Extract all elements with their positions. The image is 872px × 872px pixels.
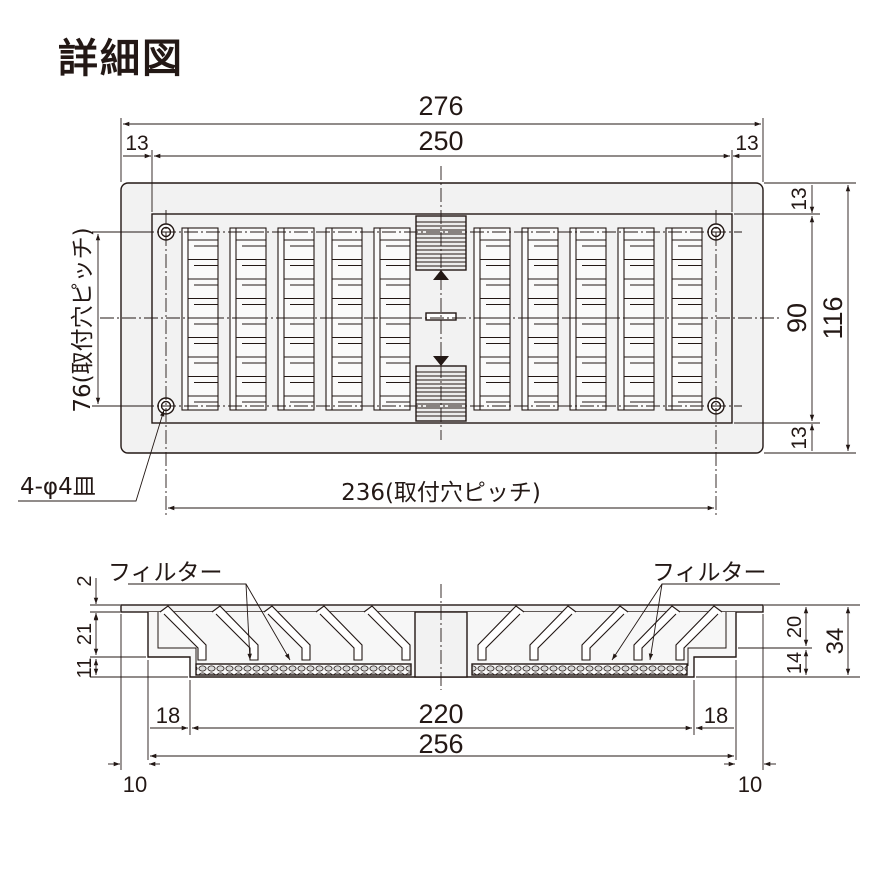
hole-leader — [18, 409, 165, 502]
dim-10-right: 10 — [738, 772, 762, 797]
louver-column — [229, 227, 267, 411]
top-view — [18, 118, 856, 516]
dim-13-right: 13 — [735, 132, 758, 155]
side-louver-blade — [477, 605, 525, 661]
dim-14: 14 — [784, 652, 806, 674]
louver-column — [277, 227, 315, 411]
side-louver-blade — [581, 605, 629, 661]
dim-13-top: 13 — [788, 187, 811, 210]
dim-13-left: 13 — [125, 132, 148, 155]
dim-220: 220 — [418, 699, 463, 729]
side-louver-blade — [363, 605, 411, 661]
dim-116: 116 — [818, 296, 848, 339]
dim-11: 11 — [74, 658, 96, 679]
side-louvers — [159, 605, 723, 661]
side-louver-blade — [315, 605, 363, 661]
center-arrow-up — [433, 270, 449, 280]
louver-column — [181, 227, 219, 411]
louver-column — [617, 227, 655, 411]
louver-column — [521, 227, 559, 411]
side-louver-blade — [263, 605, 311, 661]
side-louver-blade — [211, 605, 259, 661]
dim-90: 90 — [782, 303, 812, 333]
side-louver-blade — [633, 605, 681, 661]
side-louver-blade — [675, 605, 723, 661]
dim-276: 276 — [418, 91, 463, 121]
louver-grid — [181, 227, 703, 411]
side-louver-blade — [529, 605, 577, 661]
louver-column — [473, 227, 511, 411]
louver-column — [569, 227, 607, 411]
filter-left — [195, 663, 412, 676]
centerlines — [100, 166, 780, 516]
filter-label-right: フィルター — [652, 560, 767, 586]
dim-76-mount-pitch: 76(取付穴ピッチ) — [70, 227, 96, 412]
dim-250: 250 — [418, 126, 463, 156]
louver-column — [665, 227, 703, 411]
filter-right — [471, 663, 688, 676]
dim-2: 2 — [74, 575, 96, 586]
dim-18-right: 18 — [704, 703, 728, 728]
dim-20: 20 — [784, 616, 806, 638]
louver-column — [373, 227, 411, 411]
dim-18-left: 18 — [156, 703, 180, 728]
hole-spec: 4-φ4皿 — [20, 474, 96, 500]
dim-34: 34 — [822, 628, 849, 655]
side-louver-blade — [159, 605, 207, 661]
dim-13-bottom: 13 — [788, 426, 811, 449]
dim-21: 21 — [74, 623, 96, 645]
side-view — [90, 578, 860, 770]
dim-10-left: 10 — [123, 772, 147, 797]
side-center-post — [414, 611, 468, 678]
dim-256: 256 — [418, 729, 463, 759]
louver-column — [325, 227, 363, 411]
dim-236-mount-pitch: 236(取付穴ピッチ) — [341, 480, 541, 506]
filter-label-left: フィルター — [108, 560, 223, 586]
page-title: 詳細図 — [58, 36, 184, 82]
